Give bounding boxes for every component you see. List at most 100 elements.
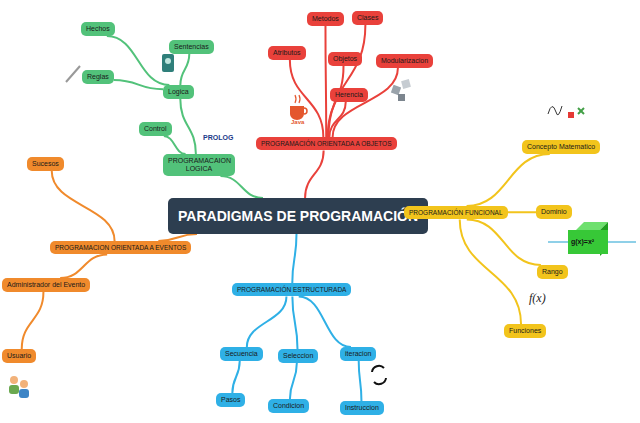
branch-line [107,36,170,85]
topic-text: Administrador del Evento [7,281,85,289]
branch-line [508,211,536,213]
topic-text: Objetos [333,55,357,63]
branch-line [292,296,297,349]
branch-line [180,54,189,85]
branch-line [114,80,163,89]
topic-text: Condicion [273,402,304,410]
branch-line [324,26,327,137]
topic-text: Logica [168,88,189,96]
prolog-icon [162,54,174,72]
function-cube [548,222,636,256]
topic-text: Funciones [509,327,541,335]
topic-box: Metodos [307,12,344,26]
topic-box: Rango [537,265,568,279]
formula-icon [548,106,584,118]
topic-text: Atributos [273,49,301,57]
topic-box: Administrador del Evento [2,278,90,292]
topic-box: Sentencias [169,40,214,54]
topic-text: PROGRAMACIÓN ORIENTADA A OBJETOS [261,140,392,147]
topic-text: Rango [542,268,563,276]
topic-box: iteracion [340,347,376,361]
branch-line [329,102,345,137]
topic-text: Usuario [7,352,31,360]
topic-box: Herencia [330,88,368,102]
central-topic: PARADIGMAS DE PROGRAMACIÓN [168,198,428,234]
topic-box: Seleccion [278,349,318,363]
topic-box: Instruccion [340,401,384,415]
branch-line [305,150,324,198]
pencil-icon [66,66,80,82]
topic-text: Concepto Matematico [527,143,595,151]
topic-box: PROGRAMACION ORIENTADA A EVENTOS [50,241,191,254]
iteration-icon [372,366,386,384]
topic-text: Secuencia [225,350,258,358]
branch-line [328,25,365,137]
users-icon [9,376,29,398]
topic-text: Clases [357,14,378,22]
icon-label: PROLOG [203,134,233,141]
branch-line [158,234,197,241]
topic-text: Sucesos [32,160,59,168]
branch-line [220,176,263,198]
java-cup-icon [290,95,307,120]
topic-text: Seleccion [283,352,313,360]
topic-text: Metodos [312,15,339,23]
topic-text: PROGRAMACIÓN ESTRUCTURADA [237,286,346,293]
topic-box: Usuario [2,349,36,363]
icon-label: g(x)=x² [571,238,594,245]
branch-line [290,363,297,399]
topic-text: Herencia [335,91,363,99]
topic-text: Pasos [221,396,240,404]
prolog-icon-eye [165,58,171,64]
topic-text: Modularizacion [381,57,428,65]
branch-line [290,60,323,137]
topic-text: Control [144,125,167,133]
topic-box: Secuencia [220,347,263,361]
branch-line [299,296,351,347]
topic-text: Hechos [86,25,110,33]
topic-text: iteracion [345,350,371,358]
topic-text: PROGRAMACAION LOGICA [168,157,230,173]
topic-box: Reglas [82,70,114,84]
topic-box: PROGRAMACAION LOGICA [163,154,235,176]
branch-line [60,254,107,278]
topic-box: Dominio [536,205,572,219]
topic-text: PARADIGMAS DE PROGRAMACIÓN [178,208,418,224]
topic-box: PROGRAMACIÓN ORIENTADA A OBJETOS [256,137,397,150]
branch-line [333,68,398,137]
topic-box: PROGRAMACIÓN ESTRUCTURADA [232,283,351,296]
topic-box: Clases [352,11,383,25]
topic-text: Instruccion [345,404,379,412]
topic-box: Modularizacion [376,54,433,68]
branch-line [180,99,196,154]
topic-box: Hechos [81,22,115,36]
topic-text: Sentencias [174,43,209,51]
branch-line [359,361,362,401]
topic-text: PROGRAMACIÓN FUNCIONAL [409,209,503,216]
topic-box: Funciones [504,324,546,338]
branch-line [232,361,239,393]
topic-text: Reglas [87,73,109,81]
topic-box: Sucesos [27,157,64,171]
topic-box: Pasos [216,393,245,407]
icon-label: f(x) [529,292,546,304]
branch-line [292,234,296,283]
branch-line [22,292,44,349]
topic-box: Condicion [268,399,309,413]
topic-text: Dominio [541,208,567,216]
topic-box: PROGRAMACIÓN FUNCIONAL [404,206,508,219]
topic-box: Control [139,122,172,136]
branch-line [164,136,186,154]
topic-text: PROGRAMACION ORIENTADA A EVENTOS [55,244,186,251]
topic-box: Concepto Matematico [522,140,600,154]
branch-line [52,171,115,241]
branch-line [467,219,541,265]
topic-box: Logica [163,85,194,99]
topic-box: Objetos [328,52,362,66]
branch-line [247,296,287,347]
branch-line [460,219,521,324]
icon-label: Java [291,119,304,125]
topic-box: Atributos [268,46,306,60]
branch-line [467,154,550,206]
